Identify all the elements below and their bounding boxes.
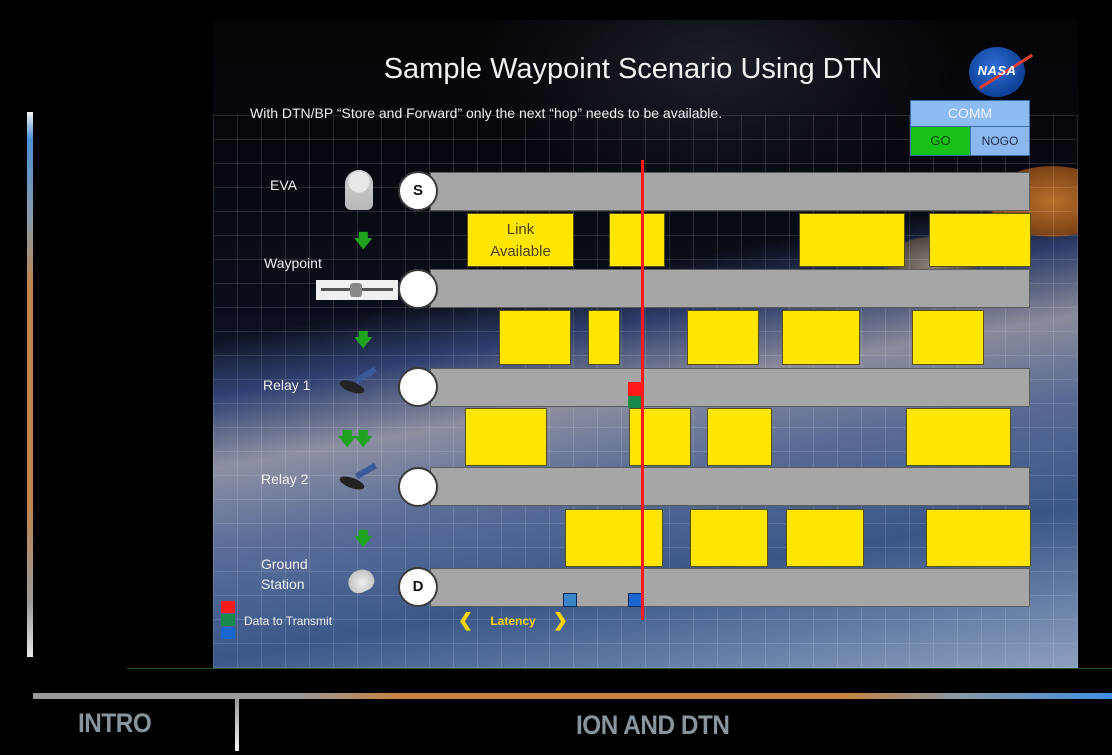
- link-available-block: Link Available: [467, 213, 574, 267]
- link-available-block: [906, 408, 1011, 466]
- link-available-block: [588, 310, 620, 365]
- slide-subtitle: With DTN/BP “Store and Forward” only the…: [250, 105, 723, 121]
- data-bundle-blue-delivered: [563, 593, 577, 607]
- chevron-right-icon: ❯: [552, 610, 568, 630]
- link-label-line2: Available: [490, 243, 551, 260]
- destination-node: D: [398, 567, 438, 607]
- node-label-ground-line1: Ground: [261, 556, 308, 572]
- lane-waypoint: [430, 269, 1030, 308]
- relay-1-satellite-icon: [333, 372, 373, 402]
- data-bundle-green: [628, 396, 642, 408]
- down-arrow-icon: 🡇: [354, 429, 373, 449]
- down-arrow-icon: 🡇: [354, 231, 373, 251]
- latency-label: Latency: [490, 613, 536, 628]
- link-available-block: [929, 213, 1031, 267]
- chapter-progress-bar: [33, 693, 1112, 699]
- link-available-block: [609, 213, 665, 267]
- node-label-waypoint: Waypoint: [264, 255, 322, 271]
- latency-indicator: ❮ Latency ❯: [458, 610, 568, 631]
- left-progress-rail: [27, 112, 33, 657]
- legend-label: Data to Transmit: [244, 614, 333, 628]
- link-available-block: [782, 310, 860, 365]
- link-available-block: [565, 509, 663, 567]
- link-available-block: [926, 509, 1031, 567]
- waypoint-node: [398, 269, 438, 309]
- tab-ion-and-dtn[interactable]: ION AND DTN: [576, 710, 730, 740]
- link-available-block: [499, 310, 571, 365]
- relay-2-node: [398, 467, 438, 507]
- relay-2-satellite-icon: [333, 468, 373, 498]
- link-available-block: [465, 408, 547, 466]
- link-available-block: [786, 509, 864, 567]
- legend-green-swatch: [221, 614, 235, 626]
- node-label-eva: EVA: [270, 177, 297, 193]
- link-available-block: [687, 310, 759, 365]
- astronaut-icon: [345, 170, 373, 210]
- go-button[interactable]: GO: [911, 127, 971, 155]
- source-node: S: [398, 171, 438, 211]
- comm-status-row: GO NOGO: [911, 127, 1029, 155]
- slide-title: Sample Waypoint Scenario Using DTN: [383, 53, 883, 85]
- down-arrow-icon: 🡇: [338, 429, 357, 449]
- comm-status-panel: COMM GO NOGO: [910, 100, 1030, 156]
- link-label-line1: Link: [506, 221, 535, 238]
- data-bundle-red: [628, 382, 642, 396]
- lane-relay-2: [430, 467, 1030, 506]
- down-arrow-icon: 🡇: [354, 529, 373, 549]
- link-available-block: [690, 509, 768, 567]
- node-label-ground-line2: Station: [261, 576, 305, 592]
- down-arrow-icon: 🡇: [354, 330, 373, 350]
- nogo-button[interactable]: NOGO: [971, 127, 1029, 155]
- waypoint-satellite-icon: [316, 280, 398, 300]
- lane-relay-1: [430, 368, 1030, 407]
- nasa-logo-icon: NASA: [969, 47, 1034, 97]
- comm-label: COMM: [911, 101, 1029, 127]
- node-label-relay-1: Relay 1: [263, 377, 311, 393]
- relay-1-node: [398, 367, 438, 407]
- current-time-line: [641, 160, 644, 620]
- link-available-block: [912, 310, 984, 365]
- node-label-relay-2: Relay 2: [261, 471, 309, 487]
- presentation-slide: Sample Waypoint Scenario Using DTN With …: [213, 20, 1078, 668]
- slide-bottom-border: [127, 668, 1112, 669]
- lane-ground-station: [430, 568, 1030, 607]
- lane-eva: [430, 172, 1030, 211]
- data-bundle-blue: [628, 593, 642, 607]
- nasa-logo-text: NASA: [977, 63, 1017, 78]
- legend-blue-swatch: [221, 627, 235, 639]
- link-available-block: [799, 213, 905, 267]
- chapter-divider: [235, 699, 239, 751]
- legend-red-swatch: [221, 601, 235, 613]
- tab-intro[interactable]: INTRO: [78, 708, 152, 738]
- chevron-left-icon: ❮: [458, 610, 474, 630]
- link-available-block: [707, 408, 772, 466]
- link-available-block: [629, 408, 691, 466]
